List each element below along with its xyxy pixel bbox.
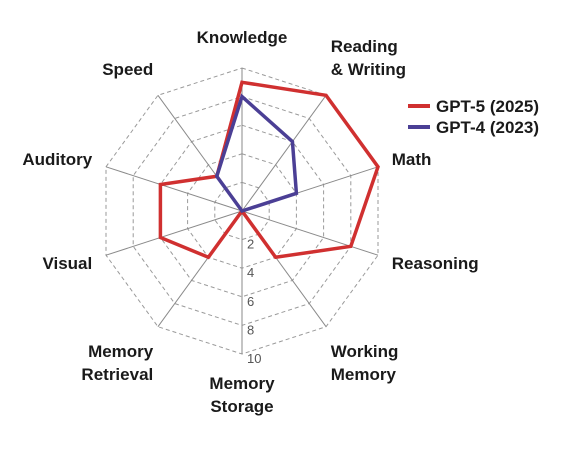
axis-label-auditory: Auditory <box>22 150 92 169</box>
legend-label: GPT-5 (2025) <box>436 97 539 116</box>
series-gpt5-line <box>158 80 380 260</box>
axis-label-math: Math <box>392 150 432 169</box>
grid-ring <box>214 181 270 241</box>
axis-labels: Knowledge Reading& WritingMathReasoningWo… <box>22 28 478 416</box>
axis-label-knowledge: Knowledge <box>197 28 288 47</box>
spoke-reasoning <box>241 210 379 256</box>
radial-tick-labels: 2 4 6 8 10 <box>247 237 261 366</box>
series-gpt4-line <box>214 93 299 214</box>
axis-label-speed: Speed <box>102 60 153 79</box>
tick-label: 10 <box>247 351 261 366</box>
spoke-auditory <box>105 166 243 212</box>
grid-ring <box>159 124 325 298</box>
legend: GPT-5 (2025) GPT-4 (2023) <box>408 97 539 137</box>
tick-label: 4 <box>247 265 254 280</box>
radar-series <box>158 80 380 260</box>
spoke-reading-writing <box>241 95 327 212</box>
axis-label-visual: Visual <box>42 254 92 273</box>
spoke-visual <box>105 210 243 256</box>
tick-label: 6 <box>247 294 254 309</box>
tick-label: 8 <box>247 322 254 337</box>
tick-label: 2 <box>247 237 254 252</box>
axis-label-reading-writing: Reading& Writing <box>331 37 406 79</box>
axis-label-reasoning: Reasoning <box>392 254 479 273</box>
legend-label: GPT-4 (2023) <box>436 118 539 137</box>
